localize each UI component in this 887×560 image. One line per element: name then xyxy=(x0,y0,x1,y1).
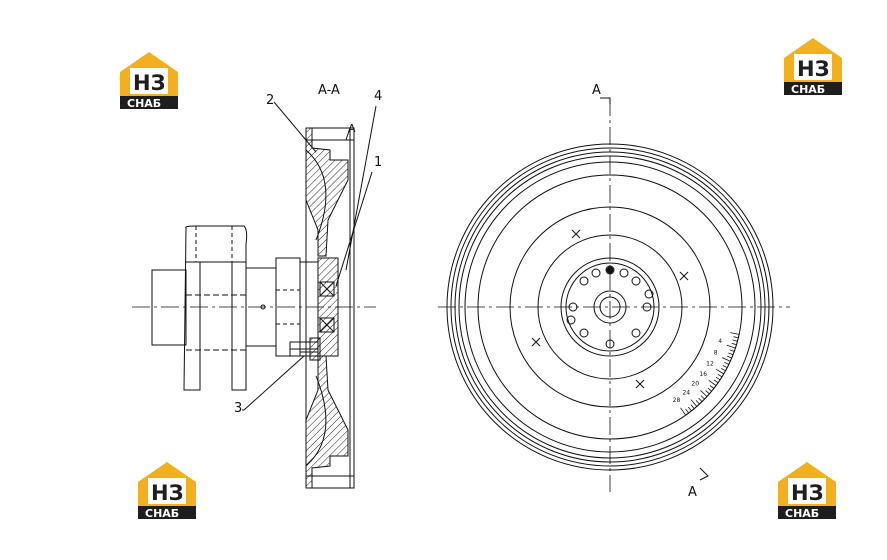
scale-tick xyxy=(680,407,687,416)
section-view xyxy=(132,101,377,489)
scale-tick xyxy=(685,408,689,414)
logo-caption: СНАБ xyxy=(145,507,179,520)
scale-tick xyxy=(698,397,703,402)
scale-tick xyxy=(700,395,705,400)
balance-marks xyxy=(531,229,689,389)
flywheel-section xyxy=(289,127,355,489)
scale-tick xyxy=(733,336,739,339)
logo-letters: НЗ xyxy=(151,481,184,505)
scale-tick xyxy=(707,387,712,392)
scale-tick xyxy=(715,368,725,375)
scale-label: 20 xyxy=(691,381,699,388)
timing-dot xyxy=(606,266,614,274)
scale-label: 16 xyxy=(699,371,707,378)
scale-label: 4 xyxy=(718,338,722,345)
front-marker-bottom: A xyxy=(688,485,697,500)
scale-tick xyxy=(700,390,708,397)
logo-caption: СНАБ xyxy=(127,97,161,110)
callout-4: 4 xyxy=(374,89,382,104)
scale-tick xyxy=(732,339,738,342)
front-marker-top: A xyxy=(592,83,601,98)
callout-1: 1 xyxy=(374,155,382,170)
scale-tick xyxy=(695,400,700,405)
scale-tick xyxy=(709,385,715,389)
scale-tick xyxy=(690,399,698,407)
scale-tick xyxy=(717,373,723,378)
scale-label: 24 xyxy=(682,389,690,396)
scale-tick xyxy=(726,344,736,349)
logo-caption: СНАБ xyxy=(785,507,819,520)
logo-caption: СНАБ xyxy=(791,83,825,96)
scale-tick xyxy=(705,390,710,395)
logo-letters: НЗ xyxy=(791,481,824,505)
scale-tick xyxy=(724,361,729,365)
logo-top-right: НЗ СНАБ xyxy=(780,36,846,96)
scale-tick xyxy=(726,355,732,359)
scale-tick xyxy=(730,332,740,335)
logo-bottom-right: НЗ СНАБ xyxy=(774,460,840,520)
scale-tick xyxy=(721,357,731,362)
scale-tick xyxy=(708,379,717,386)
scale-tick xyxy=(713,379,719,384)
scale-tick xyxy=(721,368,726,372)
scale-label: 12 xyxy=(706,361,714,368)
scale-tick xyxy=(690,404,695,409)
callout-2: 2 xyxy=(266,93,274,108)
logo-letters: НЗ xyxy=(797,57,830,81)
crankshaft xyxy=(151,225,319,391)
scale-arc xyxy=(685,334,740,416)
scale-tick xyxy=(728,352,734,356)
section-title: A-A xyxy=(318,83,340,98)
bolt-holes xyxy=(566,265,654,349)
scale-tick xyxy=(715,376,721,381)
scale-tick xyxy=(731,342,737,346)
degree-scale xyxy=(680,332,740,416)
scale-label: 8 xyxy=(714,350,718,357)
scale-tick xyxy=(722,365,728,369)
scale-label: 28 xyxy=(673,397,681,404)
scale-tick xyxy=(729,349,735,352)
logo-bottom-left: НЗ СНАБ xyxy=(134,460,200,520)
scale-tick xyxy=(687,406,692,412)
callout-3: 3 xyxy=(234,401,242,416)
logo-top-left: НЗ СНАБ xyxy=(116,50,182,110)
section-marker-inner: A xyxy=(348,122,356,135)
front-view xyxy=(438,97,790,492)
logo-letters: НЗ xyxy=(133,71,166,95)
